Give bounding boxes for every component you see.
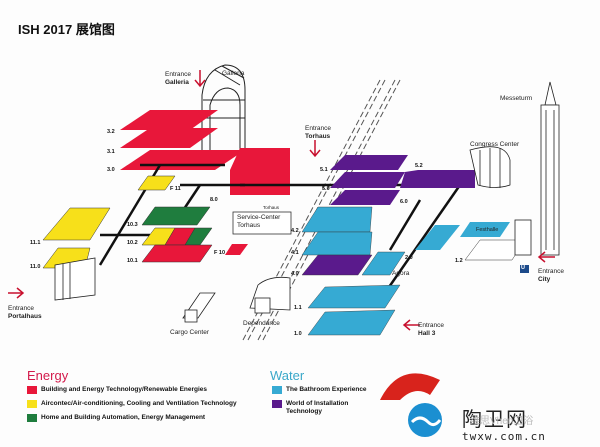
legend-item: Home and Building Automation, Energy Man… bbox=[27, 414, 205, 422]
legend-energy-heading: Energy bbox=[27, 368, 69, 383]
hall-8 bbox=[230, 148, 290, 195]
hall-4 bbox=[301, 206, 406, 276]
arrow-portalhaus-icon bbox=[8, 287, 25, 299]
legend-item: World of Installation Technology bbox=[272, 400, 362, 415]
label-f10: F 10 bbox=[214, 250, 226, 256]
messeturm-building bbox=[540, 81, 560, 256]
label-cargo-center: Cargo Center bbox=[170, 329, 210, 336]
hall-label: 1.1 bbox=[294, 305, 302, 311]
hall-label: 11.0 bbox=[30, 264, 41, 270]
label-f11: F 11 bbox=[170, 186, 181, 192]
arrow-galleria-icon bbox=[194, 70, 206, 88]
label-galleria: Galleria bbox=[222, 70, 245, 77]
hall-5 bbox=[330, 155, 475, 205]
festhalle bbox=[460, 222, 510, 237]
hall-f10 bbox=[225, 244, 248, 255]
hall-label: 4.1 bbox=[291, 250, 299, 256]
hall-label: 3.2 bbox=[107, 129, 115, 135]
hall-label: 8.0 bbox=[210, 197, 218, 203]
hall-label: 4.0 bbox=[291, 271, 299, 277]
u-bahn-label: U bbox=[521, 265, 525, 271]
legend-swatch-purple bbox=[272, 400, 282, 408]
label-torhaus-small: Torhaus bbox=[263, 205, 280, 210]
hall-label: 5.0 bbox=[322, 186, 330, 192]
label-service-center: Service-Center Torhaus bbox=[237, 214, 281, 229]
legend-item: The Bathroom Experience bbox=[272, 386, 367, 394]
hall-label: 10.1 bbox=[127, 258, 138, 264]
hall-label: 5.1 bbox=[320, 167, 328, 173]
arrow-hall3-icon bbox=[402, 319, 420, 331]
legend-swatch-yellow bbox=[27, 400, 37, 408]
hall-label: 4.2 bbox=[291, 228, 299, 234]
hall-label: 1.2 bbox=[455, 258, 463, 264]
hall-label: 2.0 bbox=[405, 255, 413, 261]
legend-water-heading: Water bbox=[270, 368, 305, 383]
hall-agora-2 bbox=[415, 225, 460, 250]
label-festhalle: Festhalle bbox=[476, 227, 499, 233]
hall-3-level-0 bbox=[120, 150, 245, 170]
hall-label: 3.0 bbox=[107, 167, 115, 173]
entrance-arrows bbox=[8, 70, 555, 331]
dragon-logo bbox=[380, 373, 442, 437]
legend-swatch-green bbox=[27, 414, 37, 422]
portalhaus-building bbox=[54, 257, 96, 301]
hall-10 bbox=[141, 206, 213, 263]
hall-label: 10.2 bbox=[127, 240, 138, 246]
service-center-box bbox=[232, 211, 292, 235]
legend-swatch-red bbox=[27, 386, 37, 394]
label-messeturm: Messeturm bbox=[500, 95, 533, 102]
page-title: ISH 2017 展馆图 bbox=[18, 22, 115, 37]
u-bahn-sign bbox=[520, 265, 529, 273]
watermark-brand: 陶卫网 bbox=[462, 407, 528, 431]
hall-label: 11.1 bbox=[30, 240, 41, 246]
label-agora: Agora bbox=[392, 270, 410, 277]
hall-label: 5.2 bbox=[415, 163, 423, 169]
legend-swatch-blue bbox=[272, 386, 282, 394]
arrow-city-icon bbox=[537, 251, 555, 263]
hall-label: 6.0 bbox=[400, 199, 408, 205]
congress-center-building bbox=[469, 146, 511, 188]
legend-item: Aircontec/Air-conditioning, Cooling and … bbox=[27, 400, 237, 408]
label-dependance: Dependance bbox=[243, 320, 280, 327]
hall-3-level-2 bbox=[120, 110, 218, 130]
galleria-building bbox=[201, 64, 246, 160]
hall-label: 3.1 bbox=[107, 149, 115, 155]
hall-3-level-1 bbox=[120, 128, 218, 148]
hall-label: 10.3 bbox=[127, 222, 138, 228]
dependance-building bbox=[249, 276, 291, 314]
watermark-url: twxw.com.cn bbox=[462, 430, 546, 443]
arrow-torhaus-icon bbox=[309, 140, 321, 158]
hall-1 bbox=[307, 284, 401, 336]
hall-yellow-small bbox=[137, 175, 176, 191]
city-entrance-building bbox=[514, 219, 532, 256]
watermark-overlay: 维思Vhen卫浴 bbox=[470, 416, 534, 427]
hall-label: 1.0 bbox=[294, 331, 302, 337]
legend-item: Building and Energy Technology/Renewable… bbox=[27, 386, 207, 394]
label-congress-center: Congress Center bbox=[470, 141, 520, 148]
cargo-center-building bbox=[182, 292, 216, 323]
hall-11 bbox=[42, 207, 111, 269]
